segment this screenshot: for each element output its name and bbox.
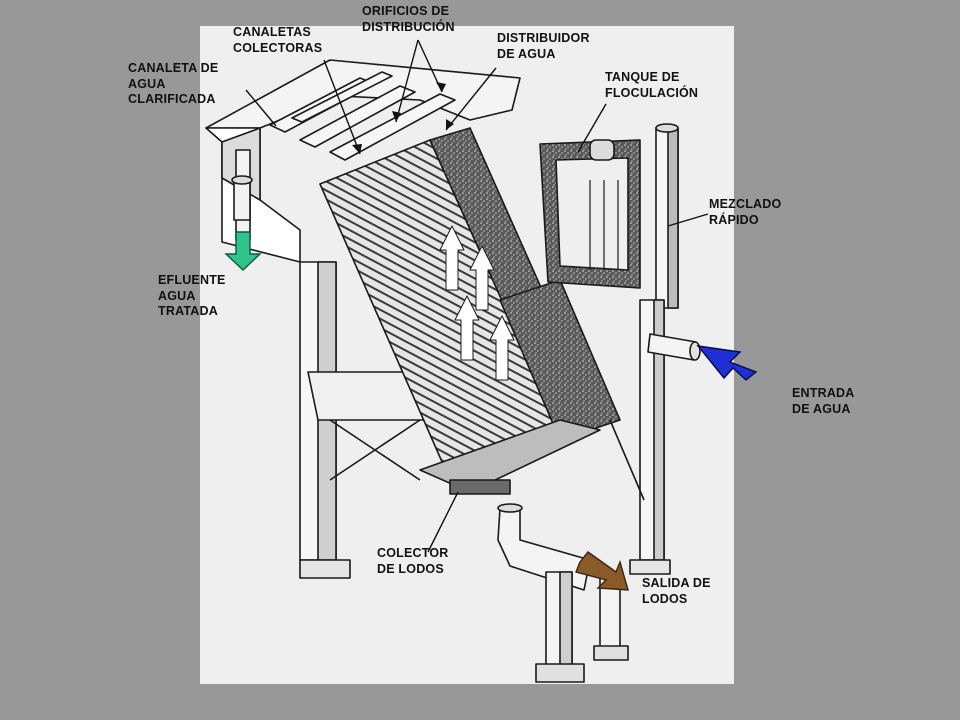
efluente-arrow xyxy=(224,231,262,271)
clarifier-drawing xyxy=(205,59,701,683)
label-canaletas-colectoras: CANALETAS COLECTORAS xyxy=(233,25,323,55)
label-entrada-agua: ENTRADA DE AGUA xyxy=(792,386,855,416)
label-tanque-floculacion: TANQUE DE FLOCULACIÓN xyxy=(605,70,699,100)
label-canaleta-agua-clarificada: CANALETA DE AGUA CLARIFICADA xyxy=(128,61,219,106)
salida-arrow xyxy=(575,551,629,591)
label-efluente-agua-tratada: EFLUENTE AGUA TRATADA xyxy=(158,273,226,318)
label-distribuidor-agua: DISTRIBUIDOR DE AGUA xyxy=(497,31,590,61)
label-mezclado-rapido: MEZCLADO RÁPIDO xyxy=(709,197,782,227)
label-salida-lodos: SALIDA DE LODOS xyxy=(642,576,711,606)
pointer-lines xyxy=(245,39,709,553)
label-orificios-distribucion: ORIFICIOS DE DISTRIBUCIÓN xyxy=(362,4,455,34)
label-colector-lodos: COLECTOR DE LODOS xyxy=(377,546,449,576)
pointer-arrowheads xyxy=(352,82,454,154)
entrada-arrow xyxy=(696,345,758,381)
